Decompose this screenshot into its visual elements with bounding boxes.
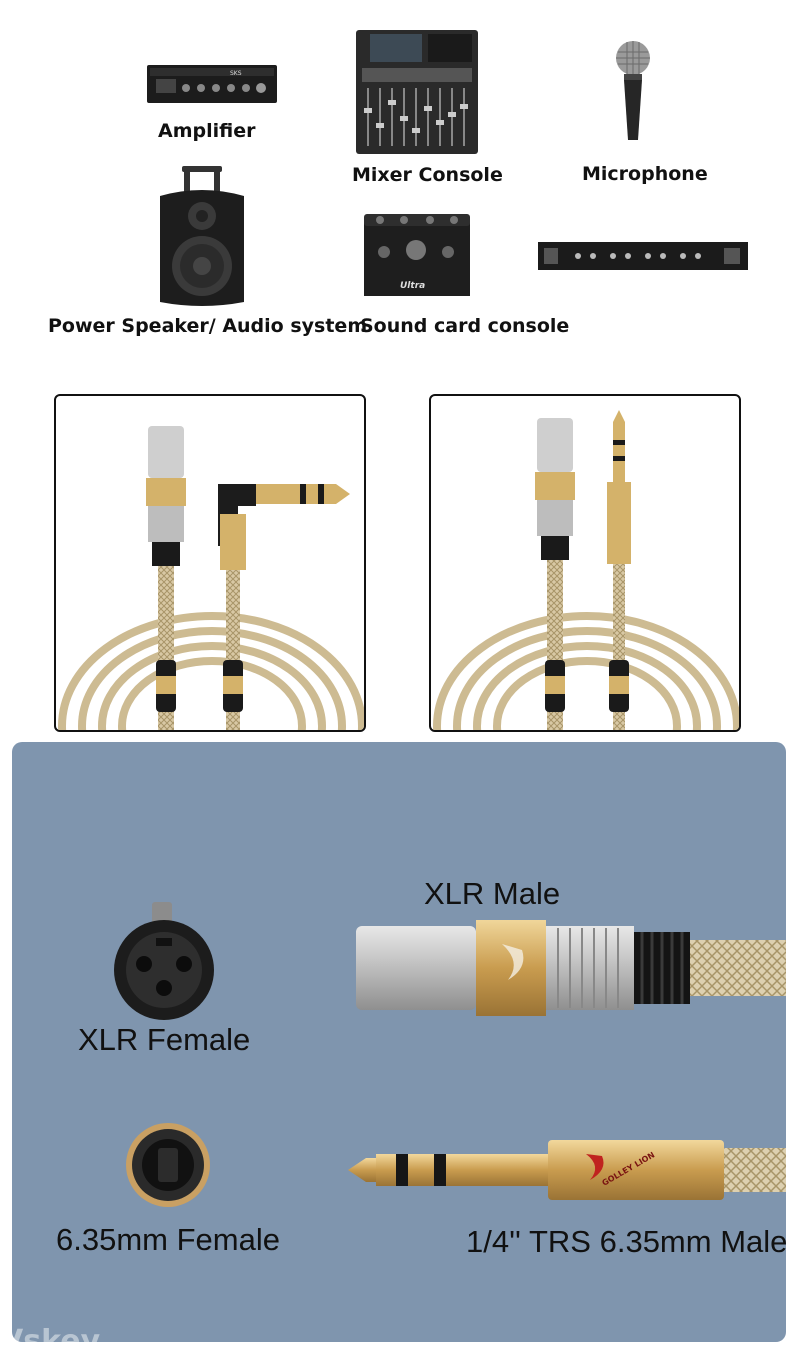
xlr-male-label: XLR Male: [424, 876, 561, 911]
right-angle-cable-image: [58, 426, 364, 730]
amplifier-image: SKS: [147, 65, 277, 103]
amplifier-label: Amplifier: [158, 120, 256, 142]
power-speaker-image: [160, 166, 244, 306]
xlr-female-label: XLR Female: [78, 1022, 251, 1057]
watermark-text: Vskey: [0, 1324, 101, 1359]
sound-card-label: Sound card console: [360, 315, 570, 337]
power-speaker-label: Power Speaker/ Audio system: [48, 315, 368, 337]
jack-female-socket-image: [126, 1123, 210, 1207]
rack-unit-image: [538, 242, 748, 270]
jack-female-label: 6.35mm Female: [56, 1222, 280, 1257]
mixer-console-image: [356, 30, 478, 154]
cable-photo-right-angle: [54, 394, 366, 732]
microphone-label: Microphone: [582, 163, 708, 185]
straight-cable-image: [433, 410, 739, 730]
xlr-female-socket-image: [114, 902, 214, 1020]
sound-card-image: Ultra: [364, 214, 470, 296]
trs-male-label: 1/4'' TRS 6.35mm Male: [466, 1224, 788, 1259]
trs-male-plug-image: GOLLEY LION: [348, 1140, 786, 1200]
xlr-male-plug-image: [356, 920, 786, 1016]
sound-card-logo: Ultra: [400, 281, 425, 291]
mixer-console-label: Mixer Console: [352, 164, 503, 186]
cable-photo-straight: [429, 394, 741, 732]
microphone-image: [616, 41, 650, 140]
amplifier-brand: SKS: [230, 70, 242, 77]
connector-panel: XLR Female XLR Male: [12, 742, 788, 1342]
